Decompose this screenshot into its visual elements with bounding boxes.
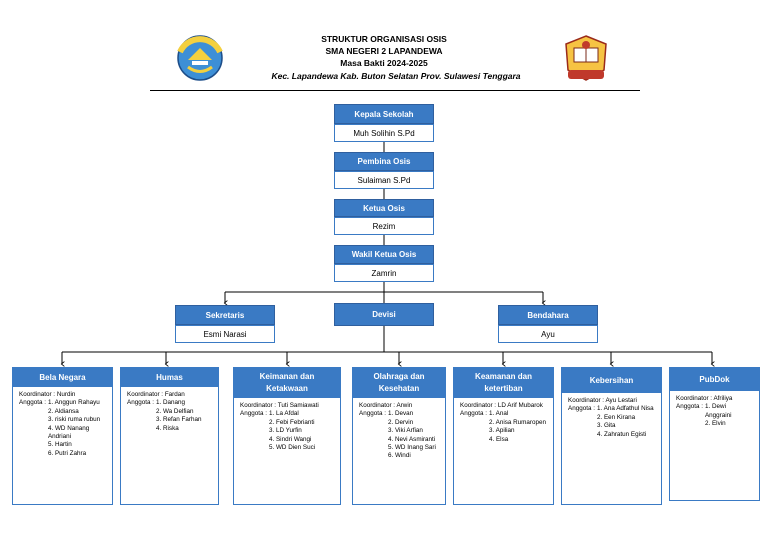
coordinator-label: Koordinator : <box>359 402 396 409</box>
division-keimanan-dan-ketakwaan: Keimanan dan Ketakwaan Koordinator : Tut… <box>233 367 341 505</box>
coordinator-label: Koordinator : <box>676 395 713 402</box>
member-item: 2. Febi Febrianti <box>268 418 315 426</box>
member-item: 1. Anggun Rahayu <box>47 399 100 407</box>
member-item: 5. WD Inang Sari <box>387 444 436 452</box>
bendahara-title: Bendahara <box>498 305 598 325</box>
division-title: Kebersihan <box>562 368 661 393</box>
member-item: 3. Apilian <box>488 427 515 435</box>
member-item: 4. Zahratun Egisti <box>596 430 647 438</box>
division-bela-negara: Bela Negara Koordinator : Nurdin Anggota… <box>12 367 113 505</box>
member-item: 3. Viki Arfian <box>387 427 423 435</box>
coordinator-label: Koordinator : <box>19 391 56 398</box>
members-label: Anggota : <box>676 403 703 411</box>
pembina-osis-title: Pembina Osis <box>334 152 434 171</box>
header-school: SMA NEGERI 2 LAPANDEWA <box>325 46 443 56</box>
member-item: 3. Gita <box>596 422 616 430</box>
division-keamanan-dan-ketertiban: Keamanan dan ketertiban Koordinator : LD… <box>453 367 554 505</box>
division-title: Olahraga dan Kesehatan <box>353 368 445 398</box>
members-label: Anggota : <box>460 410 487 418</box>
sekretaris-name: Esmi Narasi <box>175 325 275 343</box>
member-item: 2. Anisa Rumaropen <box>488 418 547 426</box>
member-item: 1. La Afdal <box>268 410 299 418</box>
division-title: Bela Negara <box>13 368 112 387</box>
sekretaris-title: Sekretaris <box>175 305 275 325</box>
kepala-sekolah-title: Kepala Sekolah <box>334 104 434 124</box>
kepala-sekolah-name: Muh Solihin S.Pd <box>334 124 434 142</box>
member-item: 2. Elvin <box>704 420 726 428</box>
bendahara-name: Ayu <box>498 325 598 343</box>
coordinator-name: Arwin <box>396 402 413 409</box>
osis-logo <box>560 34 612 82</box>
coordinator-name: Fardan <box>164 391 185 398</box>
member-item: 3. Refan Farhan <box>155 416 202 424</box>
header-title: STRUKTUR ORGANISASI OSIS <box>321 34 447 44</box>
wakil-ketua-osis-title: Wakil Ketua Osis <box>334 245 434 264</box>
member-item: 4. Nevi Asmiranti <box>387 435 436 443</box>
coordinator-label: Koordinator : <box>460 402 497 409</box>
devisi-title: Devisi <box>334 303 434 326</box>
members-label: Anggota : <box>127 399 154 407</box>
coordinator-name: LD Arif Mubarok <box>497 402 543 409</box>
member-item: 6. Putri Zahra <box>47 449 87 457</box>
division-pubdok: PubDok Koordinator : Afriliya Anggota : … <box>669 367 760 501</box>
member-item: 4. Sindri Wangi <box>268 435 312 443</box>
member-item: 1. Devan <box>387 410 414 418</box>
division-title: PubDok <box>670 368 759 391</box>
coordinator-name: Ayu Lestari <box>605 397 637 404</box>
coordinator-label: Koordinator : <box>127 391 164 398</box>
member-item: 2. Wa Delfian <box>155 407 194 415</box>
ketua-osis-title: Ketua Osis <box>334 199 434 217</box>
members-label: Anggota : <box>359 410 386 418</box>
members-label: Anggota : <box>568 405 595 413</box>
member-item: 3. riski ruma rubun <box>47 416 101 424</box>
member-item: 5. Hartin <box>47 441 72 449</box>
member-item: 3. LD Yurfin <box>268 427 302 435</box>
member-item: 1. Ana Adfathul Nisa <box>596 405 654 413</box>
member-item: 4. Elsa <box>488 435 509 443</box>
coordinator-name: Tuti Samiawati <box>277 402 319 409</box>
wakil-ketua-osis-name: Zamrin <box>334 264 434 282</box>
coordinator-label: Koordinator : <box>568 397 605 404</box>
member-item: 5. WD Dien Suci <box>268 444 316 452</box>
coordinator-name: Nurdin <box>56 391 76 398</box>
division-title: Keamanan dan ketertiban <box>454 368 553 398</box>
header-address: Kec. Lapandewa Kab. Buton Selatan Prov. … <box>271 71 521 81</box>
member-item: 1. Anal <box>488 410 509 418</box>
tut-wuri-handayani-logo <box>174 34 226 82</box>
member-item: 4. Riska <box>155 424 179 432</box>
division-kebersihan: Kebersihan Koordinator : Ayu Lestari Ang… <box>561 367 662 505</box>
member-item: 2. Aldiansa <box>47 407 79 415</box>
members-label: Anggota : <box>19 399 46 407</box>
member-item: 4. WD Nanang Andriani <box>47 424 90 441</box>
header-divider <box>150 90 640 91</box>
division-title: Humas <box>121 368 218 387</box>
pembina-osis-name: Sulaiman S.Pd <box>334 171 434 189</box>
division-olahraga-dan-kesehatan: Olahraga dan Kesehatan Koordinator : Arw… <box>352 367 446 505</box>
member-item: 1. Danang <box>155 399 186 407</box>
coordinator-name: Afriliya <box>713 395 733 402</box>
member-item: 2. Dervin <box>387 418 414 426</box>
division-humas: Humas Koordinator : Fardan Anggota : 1. … <box>120 367 219 505</box>
member-item: 2. Een Kirana <box>596 413 636 421</box>
members-label: Anggota : <box>240 410 267 418</box>
member-item: 6. Windi <box>387 452 411 460</box>
ketua-osis-name: Rezim <box>334 217 434 235</box>
division-title: Keimanan dan Ketakwaan <box>234 368 340 398</box>
header-period: Masa Bakti 2024-2025 <box>340 58 428 68</box>
coordinator-label: Koordinator : <box>240 402 277 409</box>
member-item: 1. Dewi Anggraini <box>704 403 732 419</box>
